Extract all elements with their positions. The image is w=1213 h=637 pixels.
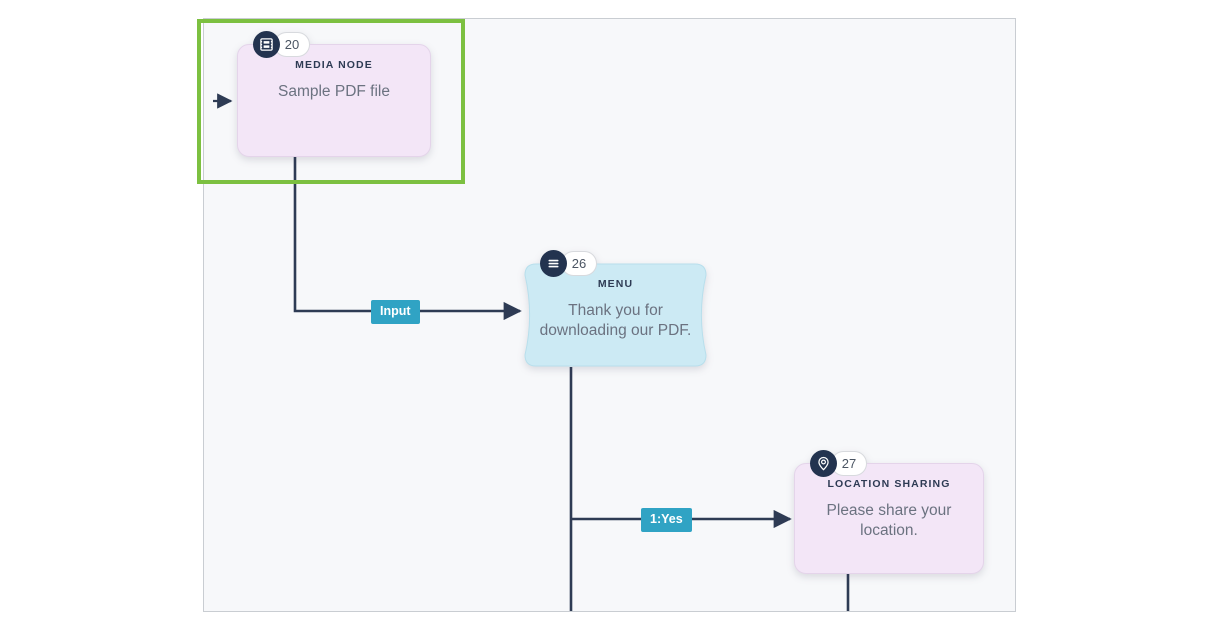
flow-canvas[interactable]: Input 1:Yes (203, 18, 1016, 612)
menu-node-body (524, 263, 707, 367)
film-strip-icon[interactable] (253, 31, 280, 58)
location-node-number: 27 (831, 451, 867, 476)
media-node-content: MEDIA NODE Sample PDF file (237, 44, 431, 157)
media-node-body (237, 44, 431, 157)
menu-node-header: 26 (540, 250, 597, 277)
media-node-kind: MEDIA NODE (295, 59, 373, 71)
menu-node-number: 26 (561, 251, 597, 276)
menu-node-content: MENU Thank you for downloading our PDF. (524, 263, 707, 367)
location-node-text: Please share your location. (826, 501, 952, 540)
location-node-kind: LOCATION SHARING (827, 478, 951, 490)
menu-node-text: Thank you for downloading our PDF. (539, 301, 692, 340)
location-node[interactable]: 27 LOCATION SHARING Please share your lo… (794, 450, 984, 574)
map-pin-icon[interactable] (810, 450, 837, 477)
menu-node[interactable]: 26 MENU Thank you for downloading our PD… (524, 250, 707, 367)
edge-label-input[interactable]: Input (371, 300, 420, 324)
media-node-header: 20 (253, 31, 310, 58)
menu-node-kind: MENU (597, 278, 634, 290)
edge-media-to-menu-line (293, 156, 522, 321)
location-node-body (794, 463, 984, 574)
location-node-content: LOCATION SHARING Please share your locat… (794, 463, 984, 574)
location-node-header: 27 (810, 450, 867, 477)
media-node-text: Sample PDF file (278, 82, 390, 100)
hamburger-menu-icon[interactable] (540, 250, 567, 277)
edge-label-yes[interactable]: 1:Yes (641, 508, 692, 532)
media-node[interactable]: 20 MEDIA NODE Sample PDF file (237, 31, 431, 157)
